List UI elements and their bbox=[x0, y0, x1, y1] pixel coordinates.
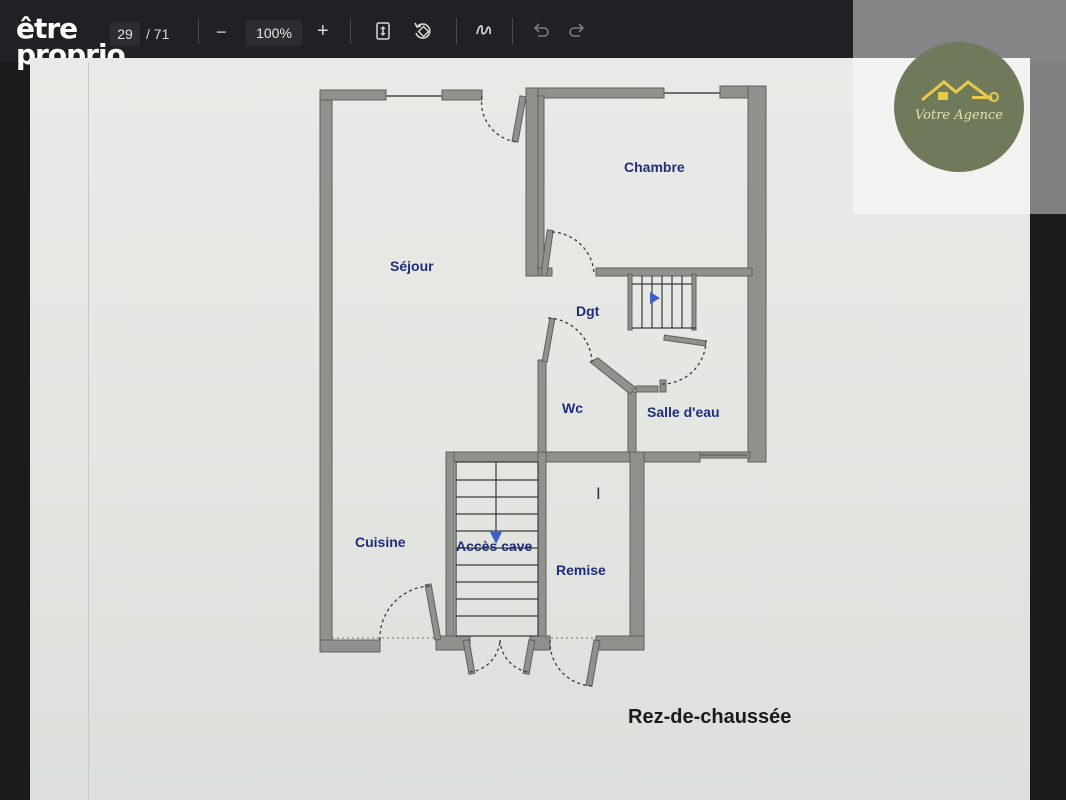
staircase-cave bbox=[455, 461, 539, 637]
wall-bottom-left bbox=[319, 639, 381, 653]
wall-chambre-bottom bbox=[595, 267, 753, 277]
wall-chambre-left bbox=[525, 87, 539, 277]
door-leaf-salle bbox=[663, 334, 707, 347]
wall-stair-right bbox=[691, 273, 697, 331]
total-pages: / 71 bbox=[146, 26, 170, 42]
room-label-dgt: Dgt bbox=[576, 303, 600, 319]
wall-remise-right bbox=[629, 451, 645, 651]
logo-line1: être bbox=[16, 12, 78, 45]
wall-middle bbox=[445, 451, 701, 463]
redo-icon[interactable] bbox=[568, 22, 586, 38]
agency-name: Votre Agence bbox=[914, 108, 1004, 123]
toolbar-divider bbox=[456, 18, 457, 44]
wall-salle-door-stub bbox=[659, 379, 667, 393]
room-label-acces-cave: Accès cave bbox=[456, 538, 533, 554]
door-leaf-cave-b bbox=[522, 639, 536, 675]
zoom-in-button[interactable]: + bbox=[317, 20, 329, 42]
room-label-wc: Wc bbox=[562, 400, 583, 416]
door-swing-top bbox=[480, 95, 519, 143]
wall-wc-left bbox=[537, 359, 547, 463]
zoom-level-input[interactable]: 100% bbox=[246, 20, 302, 46]
stair-arrow-cave bbox=[490, 532, 502, 544]
wall-top-left-a bbox=[319, 89, 387, 101]
toolbar-divider bbox=[198, 18, 199, 44]
wall-left bbox=[319, 89, 333, 653]
text-cursor-icon: I bbox=[596, 484, 601, 503]
door-leaf-remise bbox=[585, 639, 601, 687]
toolbar-divider bbox=[350, 18, 351, 44]
door-swing-remise bbox=[549, 639, 593, 687]
wall-bottom-right bbox=[595, 635, 645, 651]
door-swing-wc bbox=[547, 317, 593, 363]
wall-cave-left bbox=[445, 451, 455, 649]
door-leaf-wc bbox=[541, 317, 556, 363]
rotate-icon[interactable] bbox=[412, 20, 434, 42]
door-swing-cuisine bbox=[379, 585, 433, 641]
wall-cave-right bbox=[537, 451, 547, 649]
wall-chambre-left-inner bbox=[537, 95, 545, 275]
undo-icon[interactable] bbox=[532, 22, 550, 38]
room-label-remise: Remise bbox=[556, 562, 606, 578]
draw-icon[interactable] bbox=[474, 20, 494, 40]
door-leaf-cuisine bbox=[424, 583, 442, 641]
door-swing-chambre bbox=[551, 231, 595, 275]
plan-caption: Rez-de-chaussée bbox=[628, 706, 792, 728]
house-roof-icon bbox=[921, 80, 999, 102]
wall-dgt-diagonal bbox=[589, 357, 637, 395]
viewer-toolbar: être proprio 29 / 71 − 100% + bbox=[0, 0, 1066, 70]
wall-stair-left bbox=[627, 273, 633, 331]
wall-top-right-a bbox=[525, 87, 665, 99]
toolbar-divider bbox=[512, 18, 513, 44]
room-label-sejour: Séjour bbox=[390, 258, 434, 274]
current-page-input[interactable]: 29 bbox=[110, 22, 140, 46]
door-leaf-chambre bbox=[540, 229, 554, 277]
room-label-cuisine: Cuisine bbox=[355, 534, 406, 550]
room-label-chambre: Chambre bbox=[624, 159, 685, 175]
room-label-salle-eau: Salle d'eau bbox=[647, 404, 720, 420]
door-swing-salle bbox=[661, 339, 707, 385]
wall-top-left-b bbox=[441, 89, 483, 101]
page-margin-line bbox=[88, 62, 987, 800]
agency-logo-badge bbox=[894, 42, 1024, 172]
fit-page-icon[interactable] bbox=[376, 22, 390, 40]
door-leaf-cave-a bbox=[462, 639, 476, 675]
stair-arrow-dgt bbox=[650, 292, 660, 304]
staircase-dgt bbox=[632, 276, 696, 329]
door-swing-cave-a bbox=[469, 639, 501, 673]
door-leaf-top bbox=[511, 95, 527, 143]
wall-salle-top-a bbox=[635, 385, 659, 393]
zoom-out-button[interactable]: − bbox=[216, 22, 227, 42]
